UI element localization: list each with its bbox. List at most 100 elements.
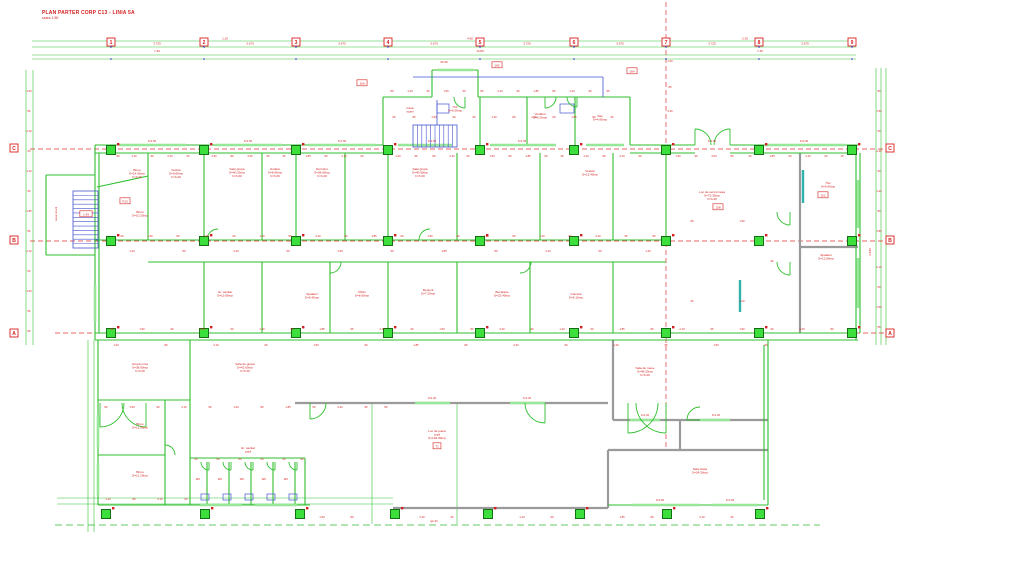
- dimension-text: 2.10: [876, 265, 882, 269]
- dimension-text: 60: [361, 154, 364, 158]
- dim-tick: [110, 46, 112, 48]
- dimension-text: 60: [261, 457, 264, 461]
- dimension-text: 2.40: [595, 234, 601, 238]
- annotation-tick: [580, 326, 583, 329]
- dimension-text: 1.20: [569, 89, 575, 93]
- annotation-tick: [580, 143, 583, 146]
- room-number-text: 152: [820, 193, 825, 197]
- door-swing-arc: [288, 461, 298, 471]
- dimension-text: 80: [433, 154, 436, 158]
- dimension-text: 80: [291, 327, 294, 331]
- dimension-text: 95: [289, 234, 292, 238]
- dimension-text: 60: [599, 249, 602, 253]
- door-swing-arc: [329, 261, 342, 274]
- dimension-text: 1.20: [876, 189, 882, 193]
- dimension-text: 1.50: [319, 515, 325, 519]
- grid-axis-label: A: [888, 331, 892, 337]
- dimension-text: 2.40: [167, 154, 173, 158]
- column-marker: [754, 328, 764, 338]
- dimension-text: 80: [351, 515, 354, 519]
- dimension-text: 80: [603, 154, 606, 158]
- dimension-text: b=1.50: [428, 139, 437, 143]
- dimension-text: 60: [233, 234, 236, 238]
- annotation-tick: [117, 326, 120, 329]
- dimension-text: 80: [509, 154, 512, 158]
- dimension-text: 1.50: [427, 234, 433, 238]
- wall-green: [96, 175, 149, 188]
- dimension-text: 2.40: [199, 327, 205, 331]
- grid-axis-bubble: [885, 143, 895, 153]
- grid-axis-bubble: [661, 37, 671, 47]
- dimension-text: 60: [789, 154, 792, 158]
- dimension-text: 90: [267, 154, 270, 158]
- annotation-tick: [858, 234, 861, 237]
- dimension-text: 2.10: [497, 89, 503, 93]
- dimension-text: 2.10: [26, 249, 32, 253]
- dimension-text: 2.10: [341, 154, 347, 158]
- room-number-box: [356, 79, 368, 87]
- door-swing-arc: [627, 402, 659, 434]
- annotation-tick: [117, 234, 120, 237]
- dimension-text: 60: [553, 115, 556, 119]
- dimension-text: 1.20: [519, 515, 525, 519]
- dimension-text: 2.40: [499, 327, 505, 331]
- dimension-text: 1.20: [395, 154, 401, 158]
- room-number-box: [119, 197, 131, 205]
- dimension-text: b=2.40: [800, 139, 809, 143]
- dimension-text: 2.40: [805, 154, 811, 158]
- dimension-text: 1.85: [619, 327, 625, 331]
- grid-axis-bubble: [475, 37, 485, 47]
- dimension-text: 80: [117, 154, 120, 158]
- dimension-text: 60: [231, 327, 234, 331]
- door-swing-arc: [309, 402, 327, 420]
- grid-axis-label: C: [12, 146, 16, 152]
- dimension-text: 2.10: [739, 299, 745, 303]
- dim-tick: [295, 58, 297, 60]
- dimension-text: 1.20: [583, 154, 589, 158]
- door-swing-arc: [453, 96, 466, 109]
- dim-tick: [851, 58, 853, 60]
- column-marker: [291, 145, 301, 155]
- column-marker: [483, 509, 493, 519]
- dimension-text: 2.40: [233, 249, 239, 253]
- dimension-text: 60: [427, 89, 430, 93]
- dimension-text: 60: [313, 405, 316, 409]
- fixture: [559, 103, 575, 114]
- vertical-dimension-text: 2.845: [868, 248, 872, 256]
- column-marker: [569, 328, 579, 338]
- dimension-text: 90: [771, 259, 774, 263]
- column-marker: [383, 236, 393, 246]
- dimension-text: 60: [451, 515, 454, 519]
- dimension-text: 80: [593, 115, 596, 119]
- door-swing-arc: [686, 406, 701, 421]
- grid-axis-bubble: [9, 328, 19, 338]
- dimension-text: 2.10: [213, 343, 219, 347]
- annotation-tick: [302, 234, 305, 237]
- dimension-text: 80: [391, 89, 394, 93]
- dimension-text: 1.50: [443, 89, 449, 93]
- staircase: [72, 190, 99, 249]
- dim-tick: [387, 46, 389, 48]
- dimension-text: 80: [691, 219, 694, 223]
- fixture: [288, 493, 298, 501]
- dimension-text: 90: [551, 515, 554, 519]
- grid-axis-label: 4: [387, 40, 390, 46]
- dimension-text: 80: [345, 234, 348, 238]
- dimension-text: 60: [401, 234, 404, 238]
- dimension-text: 60: [239, 457, 242, 461]
- dim-tick: [110, 58, 112, 60]
- grid-axis-label: A: [12, 331, 16, 337]
- dimension-text: 1.85: [525, 154, 531, 158]
- annotation-tick: [394, 143, 397, 146]
- dim-tick: [665, 58, 667, 60]
- dimension-text: 60: [591, 327, 594, 331]
- fixture: [200, 493, 210, 501]
- column-marker: [199, 236, 209, 246]
